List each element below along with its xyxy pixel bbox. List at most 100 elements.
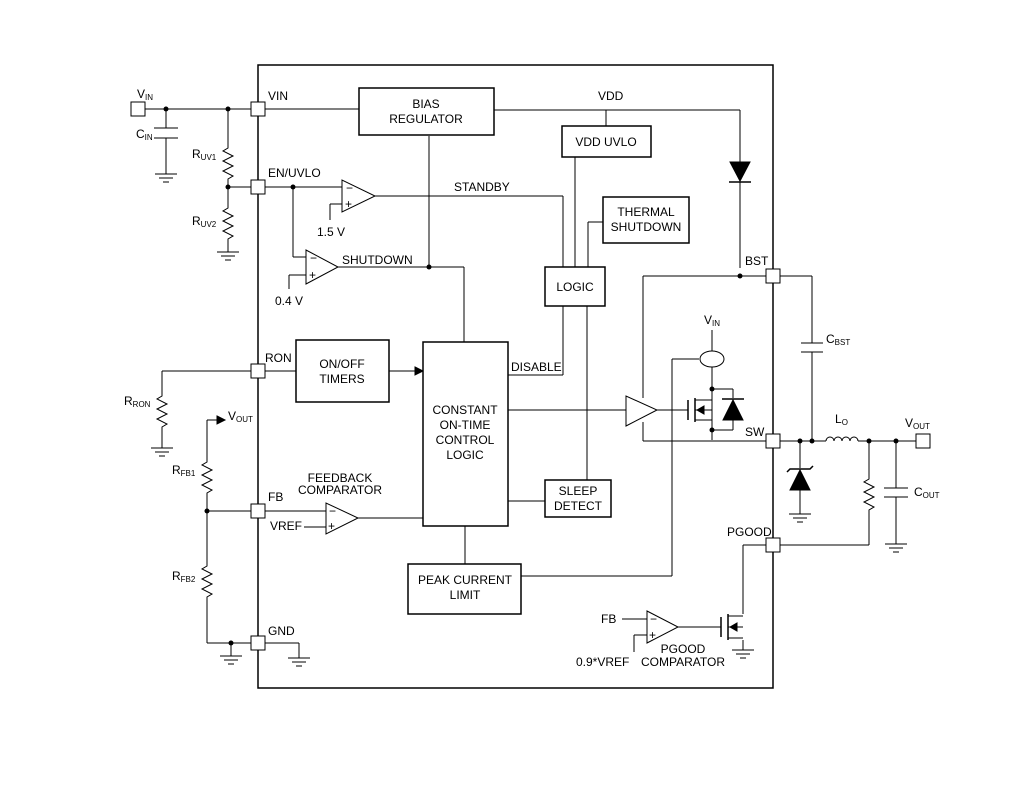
- pin-ron: [250, 363, 266, 379]
- rfb2-label: RFB2: [172, 569, 196, 584]
- pgood-comparator: − +: [646, 610, 680, 644]
- lo-inductor: [825, 436, 859, 442]
- schottky-diode-icon: [786, 465, 814, 491]
- cbst-capacitor: [801, 342, 823, 353]
- svg-text:ON-TIME: ON-TIME: [440, 418, 491, 432]
- on-off-timers-block: ON/OFF TIMERS: [295, 339, 390, 403]
- svg-text:DETECT: DETECT: [554, 499, 603, 513]
- pin-label-fb: FB: [268, 490, 283, 504]
- pgood-mosfet-icon: [720, 614, 743, 640]
- cin-label: CIN: [136, 127, 153, 142]
- ground-symbol: [216, 251, 240, 261]
- bootstrap-diode-icon: [729, 161, 751, 183]
- cbst-label: CBST: [826, 332, 850, 347]
- pin-label-gnd: GND: [268, 624, 295, 638]
- cout-capacitor: [884, 487, 908, 498]
- rron-label: RRON: [124, 394, 151, 409]
- rron-resistor: [156, 391, 168, 431]
- pin-label-sw: SW: [745, 425, 765, 439]
- pin-label-bst: BST: [745, 254, 769, 268]
- pin-label-pgood: PGOOD: [727, 525, 772, 539]
- pin-gnd: [250, 635, 266, 651]
- pin-en-uvlo: [250, 179, 266, 195]
- pgood-comparator-label: COMPARATOR: [641, 655, 725, 669]
- peak-current-limit-block: PEAK CURRENT LIMIT: [407, 563, 522, 615]
- svg-text:PEAK CURRENT: PEAK CURRENT: [418, 573, 513, 587]
- pgood-ref-label: 0.9*VREF: [576, 655, 629, 669]
- rfb1-resistor: [201, 457, 213, 497]
- vin-switch-label: VIN: [704, 313, 720, 328]
- feedback-comparator: − +: [325, 502, 360, 535]
- gate-driver-icon: [625, 395, 659, 427]
- vout-feedback-label: VOUT: [228, 409, 253, 424]
- svg-text:VDD UVLO: VDD UVLO: [575, 135, 636, 149]
- rfb2-resistor: [201, 561, 213, 601]
- svg-text:CONSTANT: CONSTANT: [432, 403, 498, 417]
- svg-text:−: −: [650, 612, 657, 626]
- logic-block: LOGIC: [544, 266, 606, 307]
- pin-sw: [765, 433, 781, 449]
- ground-symbol: [150, 447, 174, 457]
- ruv1-label: RUV1: [192, 147, 217, 162]
- svg-text:+: +: [309, 268, 316, 282]
- sleep-detect-block: SLEEP DETECT: [544, 479, 612, 518]
- pin-vin: [250, 101, 266, 117]
- feedback-comparator-label: COMPARATOR: [298, 483, 382, 497]
- svg-text:+: +: [345, 197, 352, 211]
- thermal-shutdown-block: THERMAL SHUTDOWN: [602, 196, 690, 244]
- svg-text:THERMAL: THERMAL: [617, 205, 675, 219]
- cin-capacitor: [154, 127, 178, 139]
- vin-input-label: VIN: [137, 87, 153, 102]
- svg-text:ON/OFF: ON/OFF: [319, 357, 364, 371]
- cout-label: COUT: [914, 485, 940, 500]
- vout-output-label: VOUT: [905, 416, 930, 431]
- pgood-fb-label: FB: [601, 612, 616, 626]
- vref-label: VREF: [270, 519, 302, 533]
- vin-terminal: [130, 101, 146, 117]
- ground-symbol: [884, 543, 908, 553]
- disable-label: DISABLE: [511, 360, 562, 374]
- en-standby-comparator: − +: [341, 179, 377, 213]
- svg-text:−: −: [310, 251, 317, 265]
- current-sense-icon: [699, 350, 725, 368]
- svg-text:SHUTDOWN: SHUTDOWN: [611, 220, 682, 234]
- svg-text:LOGIC: LOGIC: [446, 448, 484, 462]
- ruv1-resistor: [222, 143, 234, 183]
- svg-text:TIMERS: TIMERS: [319, 372, 364, 386]
- svg-text:REGULATOR: REGULATOR: [389, 112, 463, 126]
- timers-arrow-icon: [414, 366, 425, 376]
- ruv2-resistor: [222, 203, 234, 243]
- body-diode-icon: [722, 398, 744, 421]
- ground-symbol: [287, 657, 311, 667]
- high-side-mosfet-icon: [687, 389, 713, 430]
- vdd-uvlo-block: VDD UVLO: [561, 125, 652, 158]
- vout-arrow-icon: [216, 415, 227, 425]
- lo-label: LO: [835, 412, 848, 427]
- pgood-pullup-resistor: [863, 474, 875, 514]
- pgood-comparator-label: PGOOD: [661, 642, 706, 656]
- wires: [145, 108, 916, 658]
- svg-text:−: −: [346, 181, 353, 195]
- bias-regulator-block: BIAS REGULATOR: [358, 87, 495, 136]
- pin-label-ron: RON: [265, 351, 292, 365]
- ruv2-label: RUV2: [192, 214, 217, 229]
- svg-text:+: +: [649, 628, 656, 642]
- en-shutdown-comparator: − +: [305, 249, 340, 285]
- pin-bst: [765, 268, 781, 284]
- pin-pgood: [765, 537, 781, 553]
- svg-text:LIMIT: LIMIT: [450, 588, 481, 602]
- svg-text:SLEEP: SLEEP: [559, 484, 598, 498]
- svg-text:LOGIC: LOGIC: [556, 280, 594, 294]
- ground-symbol: [219, 655, 243, 665]
- shutdown-label: SHUTDOWN: [342, 253, 413, 267]
- svg-text:CONTROL: CONTROL: [436, 433, 495, 447]
- svg-text:BIAS: BIAS: [412, 97, 439, 111]
- control-logic-block: CONSTANT ON-TIME CONTROL LOGIC: [422, 341, 509, 527]
- feedback-comparator-label: FEEDBACK: [308, 471, 373, 485]
- svg-text:−: −: [329, 504, 336, 518]
- pin-label-vin: VIN: [268, 89, 288, 103]
- standby-label: STANDBY: [454, 180, 510, 194]
- svg-text:+: +: [328, 519, 335, 533]
- junctions: [163, 106, 899, 646]
